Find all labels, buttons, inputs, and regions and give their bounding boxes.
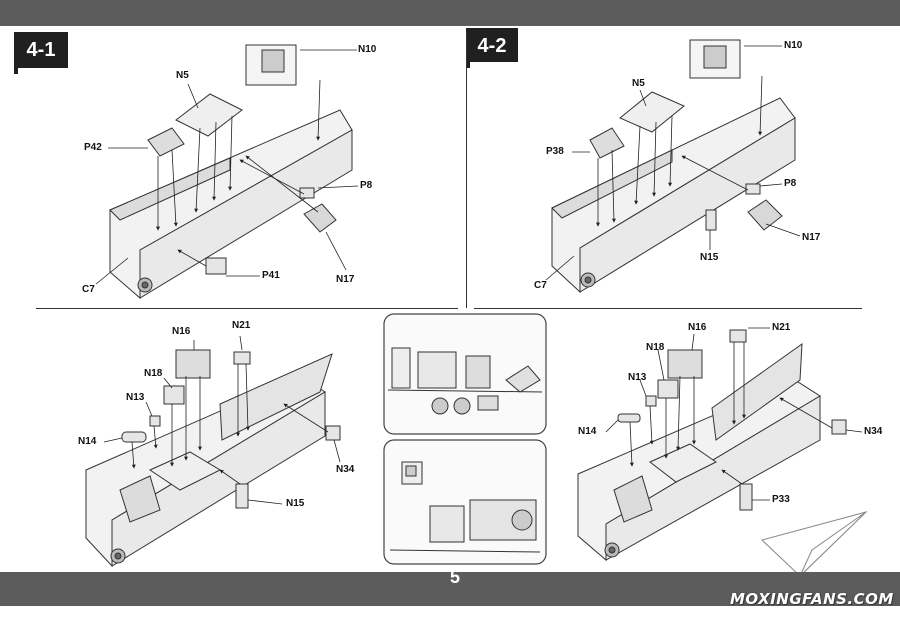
label-4-1-p41: P41 xyxy=(262,270,280,281)
label-4-2-p8: P8 xyxy=(784,178,797,189)
label-bl-n18: N18 xyxy=(144,368,163,379)
label-br-n14: N14 xyxy=(578,426,597,437)
label-4-1-p8: P8 xyxy=(360,180,373,191)
panel-divider-left xyxy=(36,308,458,309)
hull-bottom-right xyxy=(577,342,821,562)
page-number: 5 xyxy=(449,567,460,587)
hull-4-2 xyxy=(551,97,796,294)
label-4-2-n5: N5 xyxy=(632,78,645,89)
label-4-2-n15: N15 xyxy=(700,252,719,263)
bottom-footer-bar xyxy=(0,572,900,606)
label-br-p33: P33 xyxy=(772,494,790,505)
step-4-1-badge: 4-1 xyxy=(14,32,68,74)
label-br-n34: N34 xyxy=(864,426,883,437)
label-bl-n16: N16 xyxy=(172,326,191,337)
parts-4-2 xyxy=(589,39,783,231)
parts-bottom-left xyxy=(121,349,341,509)
label-br-n13: N13 xyxy=(628,372,647,383)
detail-inset-lower xyxy=(383,439,547,565)
label-bl-n15: N15 xyxy=(286,498,305,509)
leaders-bottom-left xyxy=(103,335,341,505)
label-4-2-n17: N17 xyxy=(802,232,821,243)
label-4-2-c7: C7 xyxy=(534,280,547,291)
top-header-bar xyxy=(0,0,900,26)
label-br-n21: N21 xyxy=(772,322,791,333)
panel-divider-vertical xyxy=(466,32,467,308)
label-4-1-n10: N10 xyxy=(358,44,377,55)
hull-4-1 xyxy=(109,109,353,300)
label-4-1-p42: P42 xyxy=(84,142,102,153)
panel-divider-right xyxy=(474,308,862,309)
leaders-4-1 xyxy=(95,49,359,285)
watermark-plane-logo xyxy=(761,511,868,577)
label-4-1-n5: N5 xyxy=(176,70,189,81)
detail-inset-upper xyxy=(383,313,547,435)
label-bl-n21: N21 xyxy=(232,320,251,331)
leaders-4-2 xyxy=(545,45,801,281)
leaders-bottom-right xyxy=(605,327,863,501)
parts-bottom-right xyxy=(617,329,847,511)
hull-bottom-left xyxy=(85,353,333,568)
label-bl-n13: N13 xyxy=(126,392,145,403)
step-4-2-badge: 4-2 xyxy=(466,28,518,68)
label-4-1-n17: N17 xyxy=(336,274,355,285)
label-br-n18: N18 xyxy=(646,342,665,353)
parts-4-1 xyxy=(147,44,337,275)
label-4-2-p38: P38 xyxy=(546,146,564,157)
label-bl-n14: N14 xyxy=(78,436,97,447)
label-bl-n34: N34 xyxy=(336,464,355,475)
watermark-text: MOXINGFANS.COM xyxy=(730,590,894,608)
label-4-2-n10: N10 xyxy=(784,40,803,51)
label-br-n16: N16 xyxy=(688,322,707,333)
label-4-1-c7: C7 xyxy=(82,284,95,295)
